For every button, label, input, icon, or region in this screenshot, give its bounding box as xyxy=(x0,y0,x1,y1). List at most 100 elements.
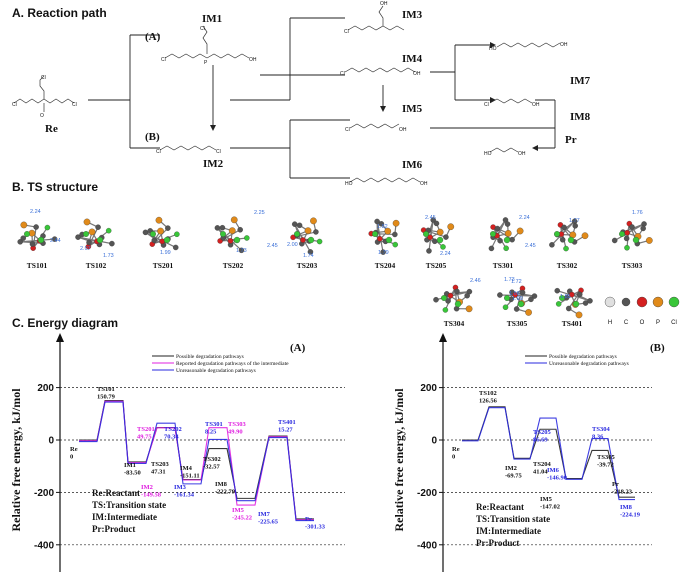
bond-distance-label: 2.07 xyxy=(80,246,91,252)
abbreviation-notes: Re:Reactant TS:Transition state IM:Inter… xyxy=(92,488,550,548)
ts-label-ts102: TS102 xyxy=(86,261,107,270)
svg-text:Cl: Cl xyxy=(344,29,349,35)
ts-model-ts303 xyxy=(611,220,653,251)
svg-text:Cl: Cl xyxy=(340,71,345,77)
energy-profile-line xyxy=(462,407,635,501)
atom-h-label: H xyxy=(608,320,612,326)
panel-b-ylabel: Relative free energy, kJ/mol xyxy=(392,388,406,532)
legend-entry: Reported degradation pathways of the int… xyxy=(176,360,289,367)
ts-model-ts301 xyxy=(488,217,524,252)
energy-profile-line xyxy=(79,401,314,522)
bond-distance-label: 2.46 xyxy=(470,278,481,284)
legend-entry: Unreasonable degradation pathways xyxy=(549,361,629,367)
state-label: TS204 xyxy=(533,461,551,468)
ts-label-ts305: TS305 xyxy=(507,319,528,328)
state-energy-value: 8.25 xyxy=(205,429,217,436)
svg-text:Cl: Cl xyxy=(161,57,166,63)
state-label: TS202 xyxy=(164,426,182,433)
legend-entry: Possible degradation pathways xyxy=(176,354,244,360)
state-label: Re xyxy=(452,446,460,453)
node-im1: IM1 xyxy=(202,13,222,25)
legend-entry: Unreasonable degradation pathways xyxy=(176,368,256,374)
node-pr: Pr xyxy=(565,134,577,146)
state-label: TS101 xyxy=(97,386,115,393)
state-label: Re xyxy=(70,446,78,453)
ts-label-ts205: TS205 xyxy=(426,261,447,270)
state-energy-value: 47.31 xyxy=(151,469,166,476)
y-tick-label: 0 xyxy=(431,436,437,447)
svg-text:HO: HO xyxy=(345,181,353,187)
state-label: TS205 xyxy=(533,429,551,436)
state-label: IM4 xyxy=(180,465,193,472)
bond-distance-label: 2.24 xyxy=(30,209,41,215)
atom-o-swatch xyxy=(636,296,648,308)
state-energy-value: -83.50 xyxy=(124,470,141,477)
y-tick-label: -200 xyxy=(34,488,54,499)
state-energy-value: 41.04 xyxy=(533,469,548,476)
bond-distance-label: 1.72 xyxy=(511,279,522,285)
node-im4: IM4 xyxy=(402,53,423,65)
svg-text:OH: OH xyxy=(380,1,388,7)
ts-label-ts302: TS302 xyxy=(557,261,578,270)
ts-model-ts101 xyxy=(17,221,58,251)
note-ts: TS:Transition state xyxy=(92,500,166,510)
section-c-title: C. Energy diagram xyxy=(12,316,118,330)
bond-distance-label: 2.44 xyxy=(50,238,61,244)
state-energy-value: -301.33 xyxy=(305,524,326,531)
bond-distance-label: 1.85 xyxy=(560,294,571,300)
state-label: IM8 xyxy=(620,504,633,511)
ts-model-ts204 xyxy=(368,218,400,255)
bond-distance-label: 2.24 xyxy=(519,215,530,221)
svg-text:OH: OH xyxy=(420,181,428,187)
path-a-label: (A) xyxy=(145,31,161,43)
node-im6: IM6 xyxy=(402,159,423,171)
svg-text:HO: HO xyxy=(489,46,497,52)
node-im3: IM3 xyxy=(402,9,423,21)
ts-label-ts202: TS202 xyxy=(223,261,244,270)
note-im: IM:Intermediate xyxy=(92,512,157,522)
y-tick-label: 200 xyxy=(420,383,437,394)
state-label: TS303 xyxy=(228,421,246,428)
bond-distance-label: 1.77 xyxy=(569,218,580,224)
svg-text:Cl: Cl xyxy=(200,26,205,32)
svg-text:HO: HO xyxy=(484,151,492,157)
svg-text:O: O xyxy=(40,113,44,119)
svg-text:OH: OH xyxy=(560,42,568,48)
state-energy-value: -149.58 xyxy=(141,492,162,499)
svg-text:Cl: Cl xyxy=(41,75,46,81)
section-b-title: B. TS structure xyxy=(12,180,98,194)
atom-o-label: O xyxy=(640,320,645,326)
state-energy-value: 49.90 xyxy=(228,429,243,436)
state-energy-value: 70.34 xyxy=(164,434,179,441)
note-re: Re:Reactant xyxy=(92,488,140,498)
ts-label-ts201: TS201 xyxy=(153,261,174,270)
panel-b-title: (B) xyxy=(650,342,665,354)
state-energy-value: 0 xyxy=(70,454,73,461)
path-b-label: (B) xyxy=(145,131,160,143)
bond-distance-label: 1.79 xyxy=(378,250,389,256)
state-label: IM7 xyxy=(258,511,271,518)
state-energy-value: 86.69 xyxy=(533,437,548,444)
state-label: IM2 xyxy=(141,484,153,491)
y-tick-label: -400 xyxy=(417,540,437,551)
bond-distance-label: 1.99 xyxy=(160,250,171,256)
node-im8: IM8 xyxy=(570,111,591,123)
panel-b-axes: Relative free energy, kJ/mol xyxy=(392,333,447,572)
ts-label-ts304: TS304 xyxy=(444,319,465,328)
ts-model-ts203 xyxy=(290,217,323,255)
svg-text:Cl: Cl xyxy=(345,127,350,133)
y-tick-label: -200 xyxy=(417,488,437,499)
ts-label-ts303: TS303 xyxy=(622,261,643,270)
bond-distance-label: 1.74 xyxy=(303,253,314,259)
bond-distance-label: 1.82 xyxy=(377,224,388,230)
ts-label-ts401: TS401 xyxy=(562,319,583,328)
note-pr: Pr:Product xyxy=(92,524,135,534)
bond-distance-label: 2.45 xyxy=(425,215,436,221)
bond-distance-label: 2.25 xyxy=(254,210,265,216)
bond-distance-label: 1.76 xyxy=(632,210,643,216)
